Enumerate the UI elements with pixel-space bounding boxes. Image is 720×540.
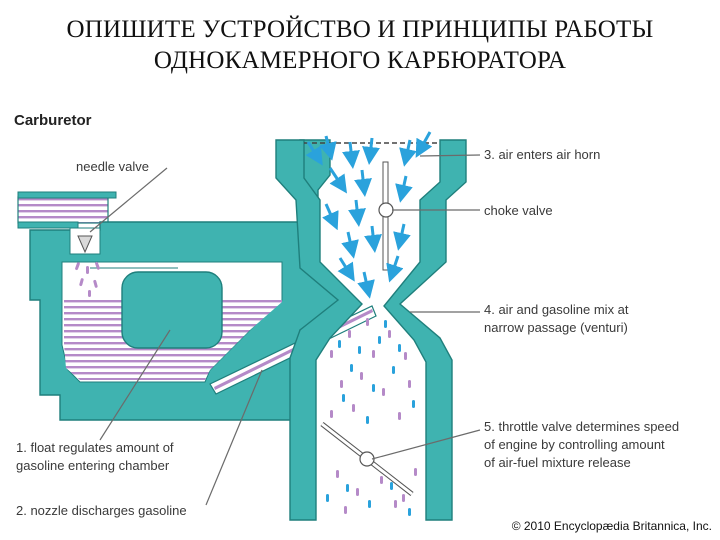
label-venturi-line-2: narrow passage (venturi) <box>484 320 628 335</box>
needle-valve <box>77 235 93 254</box>
float <box>121 271 223 349</box>
label-air-horn: 3. air enters air horn <box>484 147 601 162</box>
label-throttle-line-2: of engine by controlling amount <box>484 437 665 452</box>
diagram-title: Carburetor <box>14 112 92 129</box>
label-choke-valve: choke valve <box>484 203 553 218</box>
fuel-inlet-pipe <box>17 196 109 224</box>
fuel-inlet-wall-lower <box>17 221 79 229</box>
air-horn-left-wall <box>275 139 363 521</box>
label-float-line-2: gasoline entering chamber <box>16 458 170 473</box>
fuel-inlet-wall <box>17 191 117 199</box>
air-fuel-mixture <box>326 318 417 516</box>
throttle-pivot <box>359 451 375 467</box>
slide-title-line-1: ОПИШИТЕ УСТРОЙСТВО И ПРИНЦИПЫ РАБОТЫ <box>66 16 654 43</box>
label-venturi-line-1: 4. air and gasoline mix at <box>484 302 629 317</box>
label-nozzle: 2. nozzle discharges gasoline <box>16 503 187 518</box>
label-throttle-line-1: 5. throttle valve determines speed <box>484 419 680 434</box>
copyright-credit: © 2010 Encyclopædia Britannica, Inc. <box>511 519 712 533</box>
slide-title-line-2: ОДНОКАМЕРНОГО КАРБЮРАТОРА <box>153 47 567 74</box>
air-horn-right-wall <box>383 139 467 521</box>
air-flow-arrows <box>305 131 433 299</box>
slide-title: ОПИШИТЕ УСТРОЙСТВО И ПРИНЦИПЫ РАБОТЫ ОДН… <box>0 14 720 76</box>
label-needle-valve: needle valve <box>76 159 149 174</box>
choke-pivot <box>378 202 394 218</box>
fuel-drips <box>75 261 100 297</box>
leader-lines <box>89 154 481 506</box>
label-float-line-1: 1. float regulates amount of <box>16 440 174 455</box>
label-throttle-line-3: of air-fuel mixture release <box>484 455 631 470</box>
